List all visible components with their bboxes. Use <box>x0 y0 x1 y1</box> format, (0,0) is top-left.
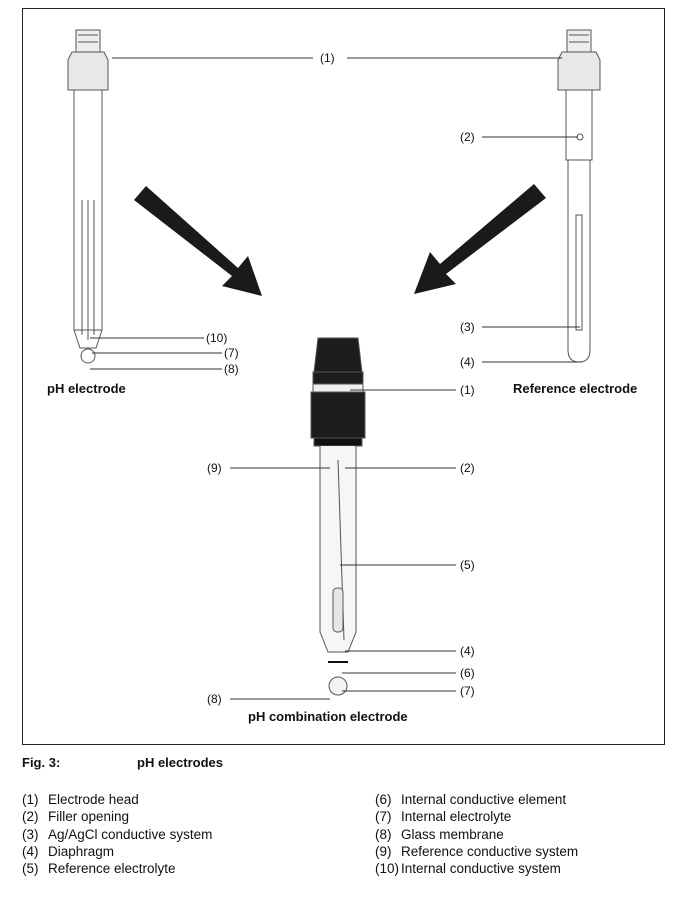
callout-8-ph: (8) <box>224 362 239 376</box>
figure-frame <box>22 8 665 745</box>
callout-8-combination: (8) <box>207 692 222 706</box>
callout-5-combination: (5) <box>460 558 475 572</box>
reference-electrode-drawing <box>557 29 601 363</box>
legend-item: (6)Internal conductive element <box>375 792 567 807</box>
figure-title: pH electrodes <box>137 755 223 770</box>
callout-1-top: (1) <box>320 51 335 65</box>
legend-item: (8)Glass membrane <box>375 826 504 842</box>
callout-6-combination: (6) <box>460 666 475 680</box>
callout-1-combination: (1) <box>460 383 475 397</box>
legend-item: (5)Reference electrolyte <box>22 861 176 877</box>
arrow-right-icon <box>414 184 546 294</box>
legend-item: (2)Filler opening <box>22 809 130 825</box>
ph-electrode-caption: pH electrode <box>47 381 126 396</box>
legend-item: (1)Electrode head <box>22 792 139 807</box>
callout-7-combination: (7) <box>460 684 475 698</box>
leader-lines <box>90 57 582 700</box>
callout-4-reference: (4) <box>460 355 475 369</box>
callout-9-combination: (9) <box>207 461 222 475</box>
legend-item: (3)Ag/AgCl conductive system <box>22 826 213 842</box>
legend-item: (9)Reference conductive system <box>375 843 579 859</box>
figure-number: Fig. 3: <box>22 755 61 770</box>
legend-left: (1)Electrode head (2)Filler opening (3)A… <box>22 791 212 877</box>
callout-4-combination: (4) <box>460 644 475 658</box>
combination-electrode-caption: pH combination electrode <box>248 709 408 724</box>
arrow-left-icon <box>134 186 262 296</box>
callout-2-combination: (2) <box>460 461 475 475</box>
reference-electrode-caption: Reference electrode <box>513 381 638 396</box>
legend-right: (6)Internal conductive element (7)Intern… <box>375 791 578 877</box>
legend-item: (7)Internal electrolyte <box>375 809 512 825</box>
combination-electrode-drawing <box>310 337 366 696</box>
ph-electrode-drawing <box>67 29 109 364</box>
legend-item: (4)Diaphragm <box>22 843 115 859</box>
callout-10-ph: (10) <box>206 331 228 345</box>
legend-item: (10)Internal conductive system <box>375 861 561 877</box>
callout-7-ph: (7) <box>224 346 239 360</box>
callout-2-reference: (2) <box>460 130 475 144</box>
electrode-illustration <box>67 29 601 700</box>
callout-3-reference: (3) <box>460 320 475 334</box>
